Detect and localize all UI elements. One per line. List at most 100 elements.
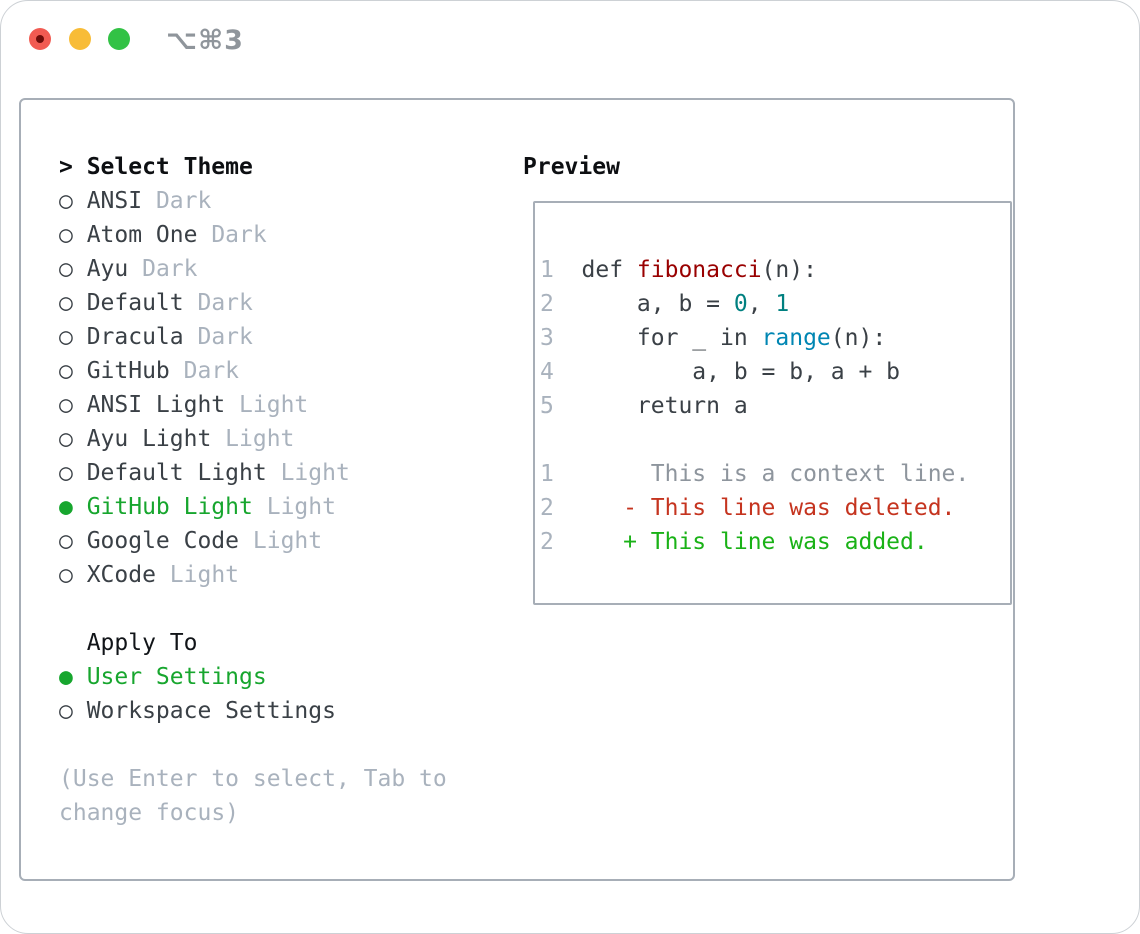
code-token: ,	[747, 291, 776, 317]
theme-list-column: >Select Theme ○ANSI Dark ○Atom One Dark …	[59, 150, 521, 879]
blank-line	[540, 423, 1000, 457]
code-token-number: 1	[775, 291, 790, 317]
theme-variant-tag	[184, 324, 198, 350]
theme-variant-tag: Dark	[211, 222, 267, 248]
theme-variant-tag	[211, 426, 225, 452]
theme-variant-tag: Light	[266, 494, 336, 520]
theme-name: GitHub Light	[86, 494, 253, 520]
code-token: a, b = b, a + b	[581, 359, 901, 385]
theme-option-ansi-dark[interactable]: ○ ANSI Dark	[59, 184, 521, 218]
code-token: (n):	[830, 325, 887, 351]
code-line: 2 a, b = 0, 1	[540, 287, 1000, 321]
window-title: ⌥⌘3	[166, 25, 244, 56]
line-number: 4	[540, 359, 554, 385]
theme-option-github-light[interactable]: ●GitHub Light Light	[59, 490, 521, 524]
theme-variant-tag	[170, 358, 184, 384]
theme-name: Atom One	[86, 222, 198, 248]
select-theme-header: >Select Theme	[59, 150, 521, 184]
line-number: 5	[540, 393, 554, 419]
theme-name: Ayu Light	[86, 426, 212, 452]
code-line: 5 return a	[540, 389, 1000, 423]
line-number: 1	[540, 461, 554, 487]
code-token-number: 0	[733, 291, 748, 317]
apply-option-label: User Settings	[86, 664, 267, 690]
code-token: return a	[581, 393, 748, 419]
line-number: 1	[540, 257, 554, 283]
apply-to-header: Apply To	[59, 626, 521, 660]
radio-icon: ○	[59, 324, 73, 350]
code-token: for _ in	[581, 325, 762, 351]
theme-option-atom-one-dark[interactable]: ○ Atom One Dark	[59, 218, 521, 252]
theme-variant-tag: Dark	[197, 290, 253, 316]
diff-context-line: 1 This is a context line.	[540, 457, 1000, 491]
spacer	[59, 728, 521, 762]
theme-variant-tag	[128, 256, 142, 282]
theme-name: ANSI Light	[86, 392, 226, 418]
theme-variant-tag	[142, 188, 156, 214]
theme-name: Google Code	[86, 528, 240, 554]
code-line: 4 a, b = b, a + b	[540, 355, 1000, 389]
theme-variant-tag: Dark	[197, 324, 253, 350]
line-number: 2	[540, 291, 554, 317]
theme-option-dracula-dark[interactable]: ○ Dracula Dark	[59, 320, 521, 354]
code-token: def	[581, 257, 637, 283]
theme-variant-tag	[197, 222, 211, 248]
theme-name: ANSI	[86, 188, 143, 214]
radio-selected-icon: ●	[59, 664, 73, 690]
theme-variant-tag	[156, 562, 170, 588]
theme-name: Ayu	[86, 256, 129, 282]
keyboard-hint-line1: (Use Enter to select, Tab to	[59, 766, 447, 792]
radio-icon: ○	[59, 256, 73, 282]
theme-name: Default	[86, 290, 184, 316]
radio-icon: ○	[59, 562, 73, 588]
theme-variant-tag: Light	[252, 528, 323, 554]
theme-variant-tag: Dark	[183, 358, 240, 384]
spacer	[59, 592, 521, 626]
theme-option-ayu-light[interactable]: ○Ayu Light Light	[59, 422, 521, 456]
diff-added-text: + This line was added.	[581, 529, 928, 555]
theme-option-github-dark[interactable]: ○GitHub Dark	[59, 354, 521, 388]
code-line: 3 for _ in range(n):	[540, 321, 1000, 355]
radio-icon: ○	[59, 698, 73, 724]
line-number: 2	[540, 529, 554, 555]
theme-option-default-dark[interactable]: ○ Default Dark	[59, 286, 521, 320]
theme-variant-tag	[239, 528, 253, 554]
theme-variant-tag: Dark	[142, 256, 198, 282]
apply-to-label: Apply To	[86, 630, 198, 656]
theme-option-google-code[interactable]: ○ Google Code Light	[59, 524, 521, 558]
radio-icon: ○	[59, 222, 73, 248]
code-token-builtin: range	[761, 325, 831, 351]
radio-icon: ○	[59, 188, 73, 214]
apply-option-label: Workspace Settings	[86, 698, 336, 724]
radio-icon: ○	[59, 528, 73, 554]
apply-option-user-settings[interactable]: ● User Settings	[59, 660, 521, 694]
keyboard-hint-line2: change focus)	[59, 800, 240, 826]
theme-name: GitHub	[86, 358, 170, 384]
theme-option-xcode[interactable]: ○XCode Light	[59, 558, 521, 592]
theme-variant-tag: Light	[169, 562, 240, 588]
minimize-button-icon[interactable]	[69, 28, 91, 50]
apply-option-workspace-settings[interactable]: ○ Workspace Settings	[59, 694, 521, 728]
radio-icon: ○	[59, 290, 73, 316]
prompt-caret-icon: >	[59, 154, 73, 180]
close-button-icon[interactable]	[29, 28, 51, 50]
theme-option-ansi-light[interactable]: ○ANSI Light Light	[59, 388, 521, 422]
theme-option-ayu-dark[interactable]: ○ Ayu Dark	[59, 252, 521, 286]
titlebar: ⌥⌘3	[1, 1, 1139, 98]
theme-variant-tag	[184, 290, 198, 316]
theme-variant-tag: Dark	[155, 188, 212, 214]
preview-heading: Preview	[523, 154, 620, 180]
code-token: (n):	[761, 257, 817, 283]
theme-option-default-light[interactable]: ○Default Light Light	[59, 456, 521, 490]
radio-icon: ○	[59, 426, 73, 452]
theme-variant-tag	[267, 460, 281, 486]
theme-name: Dracula	[86, 324, 184, 350]
code-token: a, b =	[581, 291, 734, 317]
diff-deleted-line: 2 - This line was deleted.	[540, 491, 1000, 525]
zoom-button-icon[interactable]	[108, 28, 130, 50]
line-number: 3	[540, 325, 554, 351]
theme-picker-panel: >Select Theme ○ANSI Dark ○Atom One Dark …	[19, 98, 1015, 881]
